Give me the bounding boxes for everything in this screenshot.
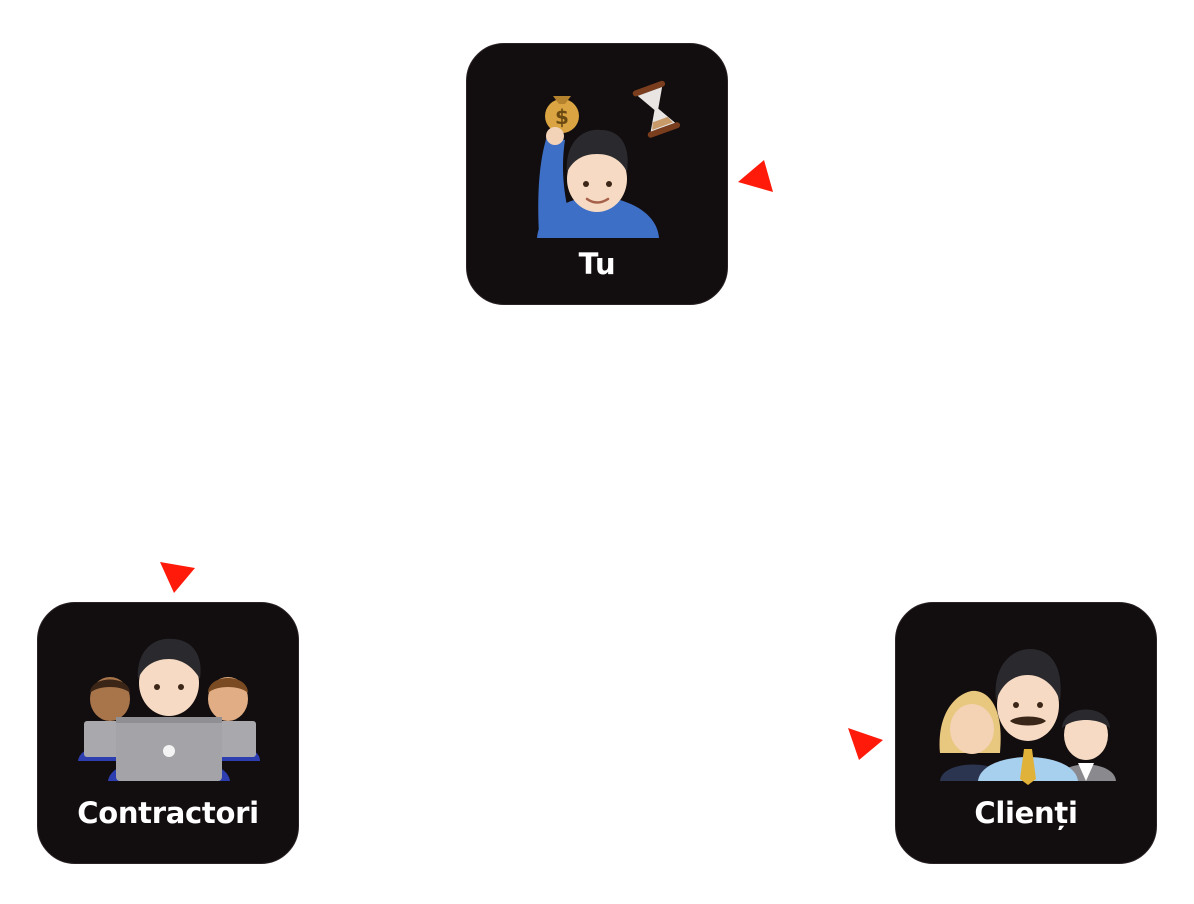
- node-label-clienti: Clienți: [974, 796, 1078, 830]
- node-clienti: Clienți: [895, 602, 1157, 864]
- node-tu: $ Tu: [466, 43, 728, 305]
- family-group-icon: [939, 649, 1116, 785]
- people-with-laptops-icon: [78, 638, 260, 781]
- svg-text:$: $: [555, 105, 569, 129]
- arrowhead-to-contractori: [160, 562, 195, 593]
- arrowhead-to-clienti: [848, 728, 883, 760]
- node-label-tu: Tu: [578, 247, 616, 281]
- man-raising-hand-with-money-bag-and-hourglass-icon: $: [537, 80, 681, 238]
- arrowhead-to-tu: [738, 160, 773, 192]
- node-label-contractori: Contractori: [77, 796, 259, 830]
- node-contractori: Contractori: [37, 602, 299, 864]
